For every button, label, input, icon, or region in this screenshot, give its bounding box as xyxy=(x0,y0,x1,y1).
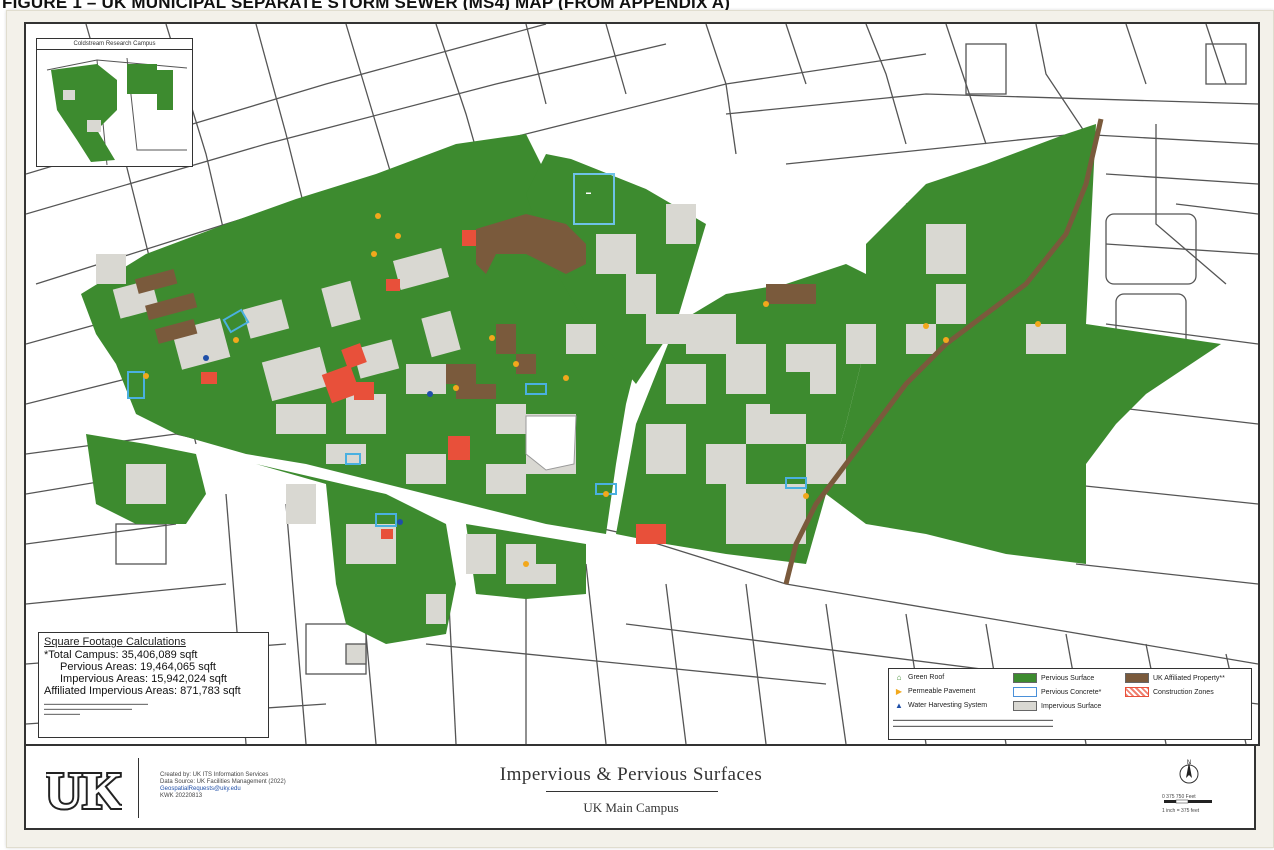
impervious-area-total: Impervious Areas: 15,942,024 sqft xyxy=(60,673,227,685)
legend-item-construction-zones: Construction Zones xyxy=(1125,687,1214,697)
legend-footnotes: ▬▬▬▬▬▬▬▬▬▬▬▬▬▬▬▬▬▬▬▬▬▬▬▬▬▬▬▬▬▬▬▬▬▬▬▬▬▬▬▬… xyxy=(893,717,1053,728)
legend-item-pervious-surface: Pervious Surface xyxy=(1013,673,1094,683)
central-building xyxy=(525,415,577,471)
inset-map-title: Coldstream Research Campus xyxy=(37,39,192,50)
contact-email-link[interactable]: GeospatialRequests@uky.edu xyxy=(160,786,241,792)
pervious-concrete-swatch xyxy=(1013,687,1037,697)
affiliated-impervious-total: Affiliated Impervious Areas: 871,783 sqf… xyxy=(44,685,241,697)
water-harvesting-icon: ▲ xyxy=(895,701,903,710)
square-footage-box: Square Footage Calculations *Total Campu… xyxy=(38,632,269,738)
map-subtitle: UK Main Campus xyxy=(583,800,679,815)
map-title: Impervious & Pervious Surfaces xyxy=(499,764,763,785)
title-rule xyxy=(546,791,718,792)
legend-item-affiliated-property: UK Affiliated Property** xyxy=(1125,673,1225,683)
green-roof-icon: ⌂ xyxy=(896,673,902,682)
stadium-field xyxy=(770,372,810,414)
footer-divider xyxy=(138,758,139,818)
svg-text:N: N xyxy=(1187,760,1191,766)
square-footage-title: Square Footage Calculations xyxy=(44,636,186,648)
legend-item-green-roof: ⌂ Green Roof xyxy=(893,673,945,682)
scale-bar-values: 0 375 750 Feet xyxy=(1162,794,1196,800)
pervious-area-east xyxy=(826,124,1221,564)
figure-title: FIGURE 1 – UK MUNICIPAL SEPARATE STORM S… xyxy=(2,0,731,12)
impervious-surfaces xyxy=(96,204,1066,624)
legend-item-pervious-concrete: Pervious Concrete* xyxy=(1013,687,1101,697)
pervious-surface-swatch xyxy=(1013,673,1037,683)
affiliated-properties xyxy=(134,214,816,399)
legend-item-impervious-surface: Impervious Surface xyxy=(1013,701,1101,711)
pervious-area-total: Pervious Areas: 19,464,065 sqft xyxy=(60,661,216,673)
inset-map: Coldstream Research Campus xyxy=(36,38,193,167)
sports-field xyxy=(573,173,615,225)
calc-footnote: ▬▬▬▬▬▬▬▬▬▬▬▬▬▬▬▬▬▬▬▬▬▬▬▬▬▬▬▬▬▬▬▬▬▬▬▬▬▬▬▬… xyxy=(44,701,148,716)
water-harvesting-markers xyxy=(203,355,433,525)
north-arrow-icon: N xyxy=(1164,760,1212,804)
creek xyxy=(783,118,1104,585)
campus-map: ▬ xyxy=(26,24,1258,744)
map-credits: Created by: UK ITS Information Services … xyxy=(160,772,286,799)
construction-zones xyxy=(201,230,666,544)
map-legend: ⌂ Green Roof ▶ Permeable Pavement ▲ Wate… xyxy=(888,668,1252,740)
permeable-pavement-icon: ▶ xyxy=(895,687,903,696)
legend-item-water-harvesting: ▲ Water Harvesting System xyxy=(893,701,987,710)
svg-text:▬: ▬ xyxy=(586,190,591,196)
affiliated-property-swatch xyxy=(1125,673,1149,683)
legend-item-permeable-pavement: ▶ Permeable Pavement xyxy=(893,687,975,696)
construction-zones-swatch xyxy=(1125,687,1149,697)
total-campus-area: *Total Campus: 35,406,089 sqft xyxy=(44,649,198,661)
impervious-surface-swatch xyxy=(1013,701,1037,711)
inset-map-graphic xyxy=(46,57,188,165)
map-footer: UK UK Created by: UK ITS Information Ser… xyxy=(24,744,1256,830)
scale-ratio: 1 inch = 375 feet xyxy=(1162,808,1200,814)
uk-logo: UK UK xyxy=(46,761,122,820)
svg-text:UK: UK xyxy=(46,763,122,820)
permeable-pavement-markers xyxy=(143,213,1041,567)
map-frame: ▬ xyxy=(24,22,1260,746)
svg-text:UK: UK xyxy=(46,763,122,820)
